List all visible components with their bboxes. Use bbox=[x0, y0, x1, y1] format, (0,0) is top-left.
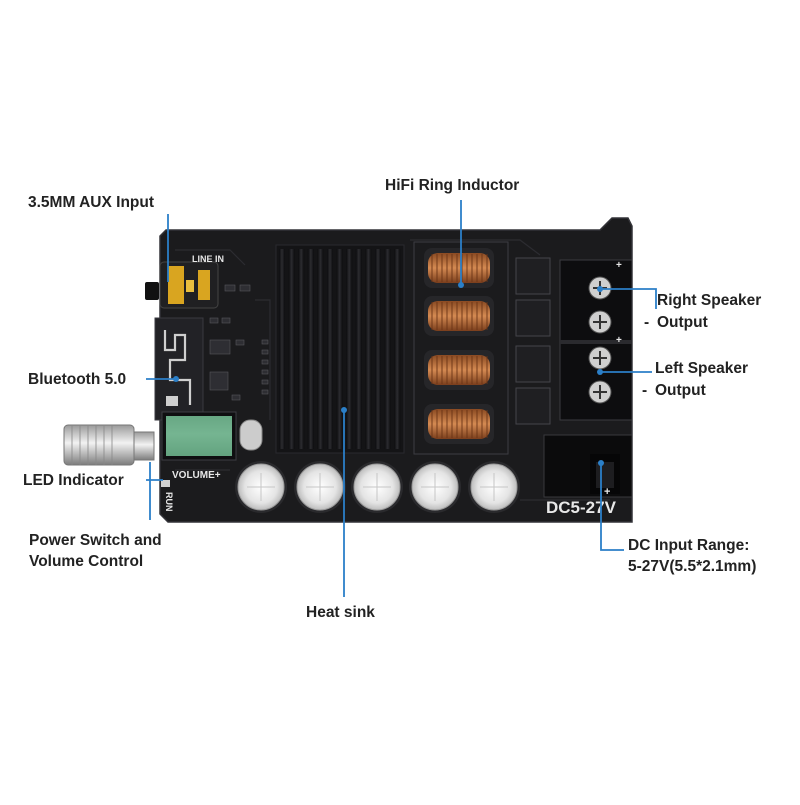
volume-knob bbox=[63, 424, 155, 466]
terminal-screw bbox=[588, 310, 612, 334]
smd-components bbox=[209, 284, 269, 401]
bluetooth-label: Bluetooth 5.0 bbox=[28, 371, 127, 388]
relay-blocks bbox=[515, 257, 551, 425]
right-speaker-label-line2: Output bbox=[657, 314, 708, 331]
electrolytic-capacitor bbox=[235, 461, 287, 513]
dc-input-label-line2: 5-27V(5.5*2.1mm) bbox=[628, 558, 757, 575]
ring-inductor bbox=[424, 296, 494, 336]
hifi-inductor-label: HiFi Ring Inductor bbox=[385, 177, 520, 194]
led-indicator-label: LED Indicator bbox=[23, 472, 124, 489]
heatsink-fin bbox=[375, 249, 381, 449]
ring-inductor bbox=[424, 248, 494, 288]
electrolytic-capacitor bbox=[351, 461, 403, 513]
led-display bbox=[161, 411, 237, 461]
inductor-bank bbox=[413, 241, 509, 455]
dc-rating-text: DC5-27V bbox=[546, 498, 617, 517]
pcb-traces bbox=[175, 239, 610, 501]
power-switch-label-line2: Volume Control bbox=[29, 553, 144, 570]
dc-plus-text: + bbox=[604, 486, 610, 498]
left-plus-text: + bbox=[616, 335, 622, 346]
heatsink-fin bbox=[307, 249, 314, 449]
left-speaker-label-line2: Output bbox=[655, 382, 706, 399]
right-speaker-label-line1: Right Speaker bbox=[657, 292, 762, 309]
ring-inductor bbox=[424, 350, 494, 390]
heatsink-fin bbox=[394, 249, 401, 449]
heatsink-fin bbox=[279, 249, 285, 449]
capacitor-row bbox=[235, 461, 520, 513]
line-in-text: LINE IN bbox=[192, 254, 224, 264]
crystal-oscillator bbox=[239, 419, 263, 451]
heatsink-fin bbox=[346, 249, 353, 449]
heatsink-fin bbox=[327, 249, 333, 449]
volume-text: VOLUME+ bbox=[172, 470, 221, 481]
heatsink-fin bbox=[336, 249, 343, 449]
left-speaker-label-line1: Left Speaker bbox=[655, 360, 749, 377]
heatsink-fin bbox=[288, 249, 295, 449]
heatsink-fin bbox=[298, 249, 305, 449]
speaker-terminal-block bbox=[559, 259, 633, 421]
power-switch-label-line1: Power Switch and bbox=[29, 532, 162, 549]
electrolytic-capacitor bbox=[409, 461, 461, 513]
right-speaker-minus: - bbox=[644, 314, 650, 331]
bluetooth-module bbox=[154, 317, 204, 421]
terminal-screw bbox=[588, 346, 612, 370]
run-text: RUN bbox=[164, 492, 174, 512]
leader-lines bbox=[146, 200, 657, 597]
aux-jack bbox=[145, 261, 219, 309]
dc-input-label-line1: DC Input Range: bbox=[628, 537, 750, 554]
electrolytic-capacitor bbox=[468, 461, 520, 513]
heatsink-fin bbox=[365, 249, 372, 449]
heatsink-fin bbox=[317, 249, 324, 449]
heat-sink-label: Heat sink bbox=[306, 604, 375, 621]
electrolytic-capacitor bbox=[294, 461, 346, 513]
right-plus-text: + bbox=[616, 260, 622, 271]
dc-jack bbox=[543, 434, 633, 498]
led-indicator bbox=[161, 480, 170, 487]
ring-inductor bbox=[424, 404, 494, 444]
aux-input-label: 3.5MM AUX Input bbox=[28, 194, 155, 211]
heatsink-fin bbox=[355, 249, 362, 449]
heatsink-fin bbox=[384, 249, 391, 449]
heat-sink bbox=[275, 244, 405, 454]
left-speaker-minus: - bbox=[642, 382, 648, 399]
terminal-screw bbox=[588, 380, 612, 404]
